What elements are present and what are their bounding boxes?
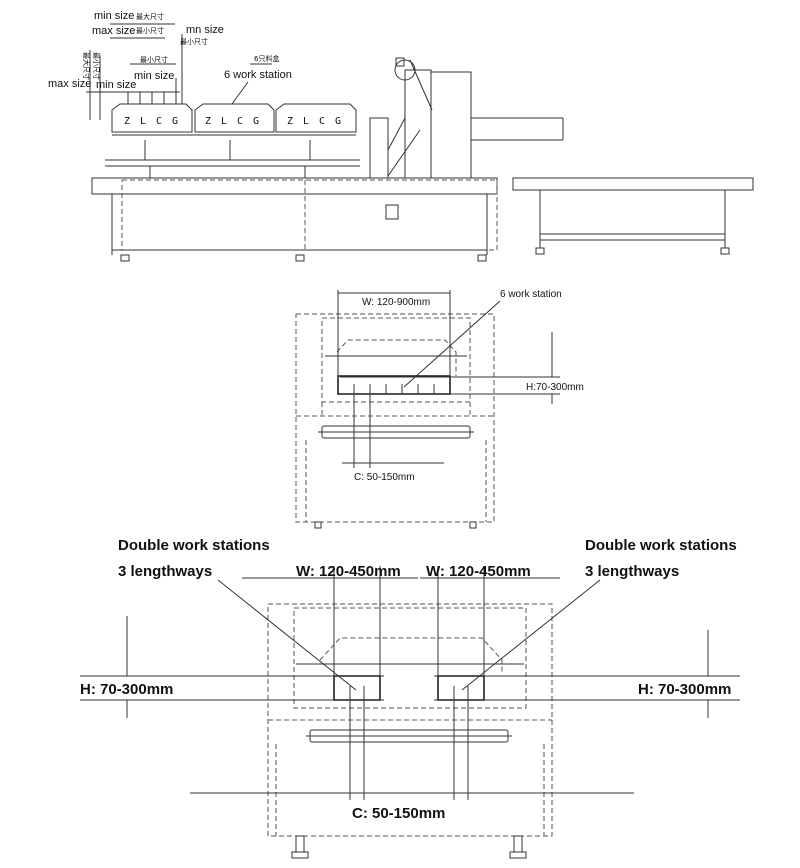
bin-mark: G (335, 116, 341, 127)
label-cn-vert-max: 最大尺寸 (82, 52, 91, 80)
label-cn-vert-min: 最小尺寸 (92, 52, 101, 80)
bin-1 (111, 103, 193, 133)
bin-mark: Z (124, 116, 130, 127)
width-label: W: 120-900mm (362, 297, 430, 308)
bin-mark: Z (205, 116, 211, 127)
feeder-tower (369, 57, 564, 179)
frame-outline (295, 313, 495, 523)
label-cn-six-station: 6只料盒 (254, 54, 279, 63)
label-mn-size: mn size (186, 24, 224, 36)
height-right-label: H: 70-300mm (638, 681, 731, 698)
height-label: H:70-300mm (526, 382, 584, 393)
label-cn-max-size: 最大尺寸 (136, 12, 164, 21)
spacing-label: C: 50-150mm (354, 472, 415, 483)
right-title-line2: 3 lengthways (585, 563, 679, 580)
bin-mark: G (172, 116, 178, 127)
bin-mark: C (319, 116, 325, 127)
output-conveyor (512, 177, 754, 255)
bin-dividers (122, 78, 180, 104)
width-right-label: W: 120-450mm (426, 563, 531, 580)
cabinet-handle (385, 204, 399, 220)
label-min-size-mid: min size (134, 70, 174, 82)
label-max-size: max size (92, 25, 135, 37)
label-cn-min-right: 最小尺寸 (180, 37, 208, 46)
left-title-line2: 3 lengthways (118, 563, 212, 580)
double-end-view: Double work stations 3 lengthways Double… (80, 537, 740, 859)
label-cn-min-size: 最小尺寸 (136, 26, 164, 35)
bin-mark: Z (287, 116, 293, 127)
bin-mark: L (221, 116, 227, 127)
cabinet-body (121, 179, 498, 251)
foot (295, 254, 305, 262)
height-left-label: H: 70-300mm (80, 681, 173, 698)
bin-3 (275, 103, 357, 133)
foot (120, 254, 130, 262)
label-six-work-station: 6 work station (224, 69, 292, 81)
left-bin-box (333, 675, 381, 701)
label-cn-min-mid: 最小尺寸 (140, 55, 168, 64)
foot (477, 254, 487, 262)
label-min-size: min size (94, 10, 134, 22)
bin-box (337, 375, 451, 395)
bin-2 (194, 103, 275, 133)
bin-mark: C (156, 116, 162, 127)
left-title-line1: Double work stations (118, 537, 270, 554)
bin-mark: G (253, 116, 259, 127)
width-left-label: W: 120-450mm (296, 563, 401, 580)
single-end-view: W: 120-900mm 6 work station H:70-300mm C… (295, 289, 584, 529)
bin-mark: L (140, 116, 146, 127)
bin-mark: L (303, 116, 309, 127)
station-label: 6 work station (500, 289, 562, 300)
label-min-size-left: min size (96, 79, 136, 91)
right-title-line1: Double work stations (585, 537, 737, 554)
label-max-size-left: max size (48, 78, 91, 90)
spacing-label: C: 50-150mm (352, 805, 445, 822)
side-view: Z L C G Z L C G Z L C G min size 最大尺寸 ma… (48, 10, 754, 262)
bin-mark: C (237, 116, 243, 127)
right-bin-box (437, 675, 485, 701)
